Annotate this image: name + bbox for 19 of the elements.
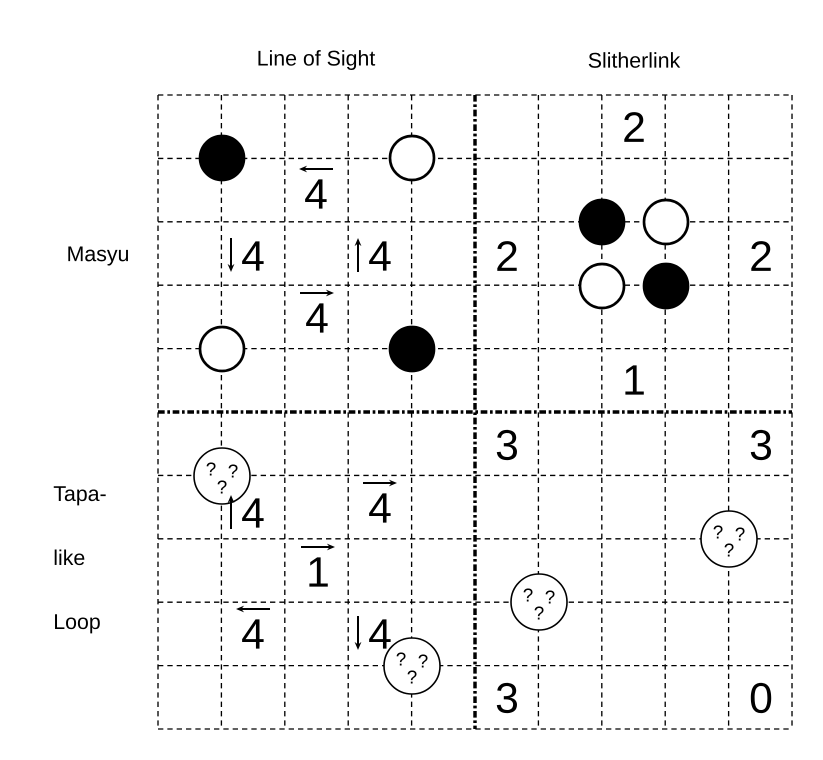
clue-number: 4 (369, 241, 391, 271)
clue-number: 3 (496, 430, 517, 460)
clue-number: 3 (496, 682, 517, 714)
clue-number: 4 (305, 179, 327, 209)
row-heading: Masyu (68, 246, 128, 266)
clue-number: 1 (625, 365, 644, 395)
clue-number: 2 (497, 241, 517, 271)
clue-number: 2 (751, 241, 771, 271)
clue-number: 3 (750, 430, 771, 460)
row-heading: Tapa-like Loop (54, 486, 106, 634)
clue-number: 0 (750, 682, 772, 714)
column-heading: Slitherlink (588, 52, 680, 68)
clue-number: 4 (242, 619, 264, 649)
clue-number: 1 (309, 557, 328, 587)
clue-number: 4 (306, 303, 328, 333)
clue-number: 2 (624, 112, 644, 142)
clue-number: 4 (242, 241, 264, 271)
column-heading: Line of Sight (258, 50, 376, 70)
clue-number: 4 (369, 493, 391, 523)
